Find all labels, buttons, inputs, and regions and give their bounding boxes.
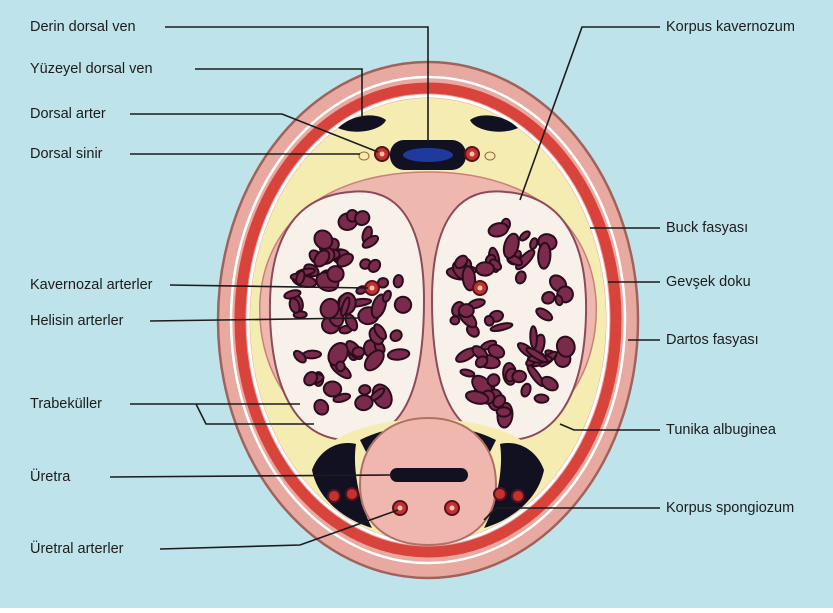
left-cavernosal-artery-lumen	[370, 286, 375, 291]
label-gevsek-doku: Gevşek doku	[666, 274, 751, 290]
left-cavernous-sinus	[393, 274, 404, 288]
right-cavernous-sinus	[530, 326, 537, 348]
right-bulbar-artery-a	[494, 488, 506, 500]
right-cavernous-sinus	[497, 407, 511, 417]
right-cavernous-sinus	[476, 262, 494, 276]
left-cavernous-sinus	[327, 266, 344, 283]
left-bulbar-artery-a	[328, 490, 340, 502]
label-helisin-arterler: Helisin arterler	[30, 313, 123, 329]
left-cavernous-sinus	[353, 347, 365, 357]
right-dorsal-nerve	[485, 152, 495, 160]
left-dorsal-nerve	[359, 152, 369, 160]
right-cavernous-sinus	[450, 316, 459, 325]
right-cavernosal-artery-lumen	[478, 286, 483, 291]
right-bulbar-artery-b	[512, 490, 524, 502]
left-cavernous-sinus	[359, 385, 371, 395]
label-yuzeyel-dorsal-ven: Yüzeyel dorsal ven	[30, 61, 153, 77]
right-urethral-artery-lumen	[450, 506, 455, 511]
label-dorsal-arter: Dorsal arter	[30, 106, 106, 122]
right-dorsal-artery-lumen	[470, 152, 475, 157]
left-bulbar-artery-b	[346, 488, 358, 500]
right-cavernous-sinus	[512, 370, 527, 383]
right-cavernous-sinus	[538, 243, 552, 269]
label-trabekuller: Trabeküller	[30, 396, 102, 412]
label-dorsal-sinir: Dorsal sinir	[30, 146, 103, 162]
label-kavernozal-arterler: Kavernozal arterler	[30, 277, 153, 293]
label-uretra: Üretra	[30, 469, 70, 485]
left-cavernous-sinus	[336, 361, 345, 371]
label-dartos-fasyasi: Dartos fasyası	[666, 332, 759, 348]
label-derin-dorsal-ven: Derin dorsal ven	[30, 19, 136, 35]
deep-dorsal-vein-lumen	[403, 148, 453, 162]
label-buck-fasyasi: Buck fasyası	[666, 220, 748, 236]
urethra	[390, 468, 468, 482]
label-tunika-albuginea: Tunika albuginea	[666, 422, 776, 438]
label-korpus-spongiozum: Korpus spongiozum	[666, 500, 794, 516]
left-urethral-artery-lumen	[398, 506, 403, 511]
label-uretral-arterler: Üretral arterler	[30, 541, 123, 557]
label-korpus-kavernozum: Korpus kavernozum	[666, 19, 795, 35]
left-dorsal-artery-lumen	[380, 152, 385, 157]
right-cavernous-sinus	[534, 394, 548, 403]
right-cavernous-sinus	[459, 304, 474, 318]
